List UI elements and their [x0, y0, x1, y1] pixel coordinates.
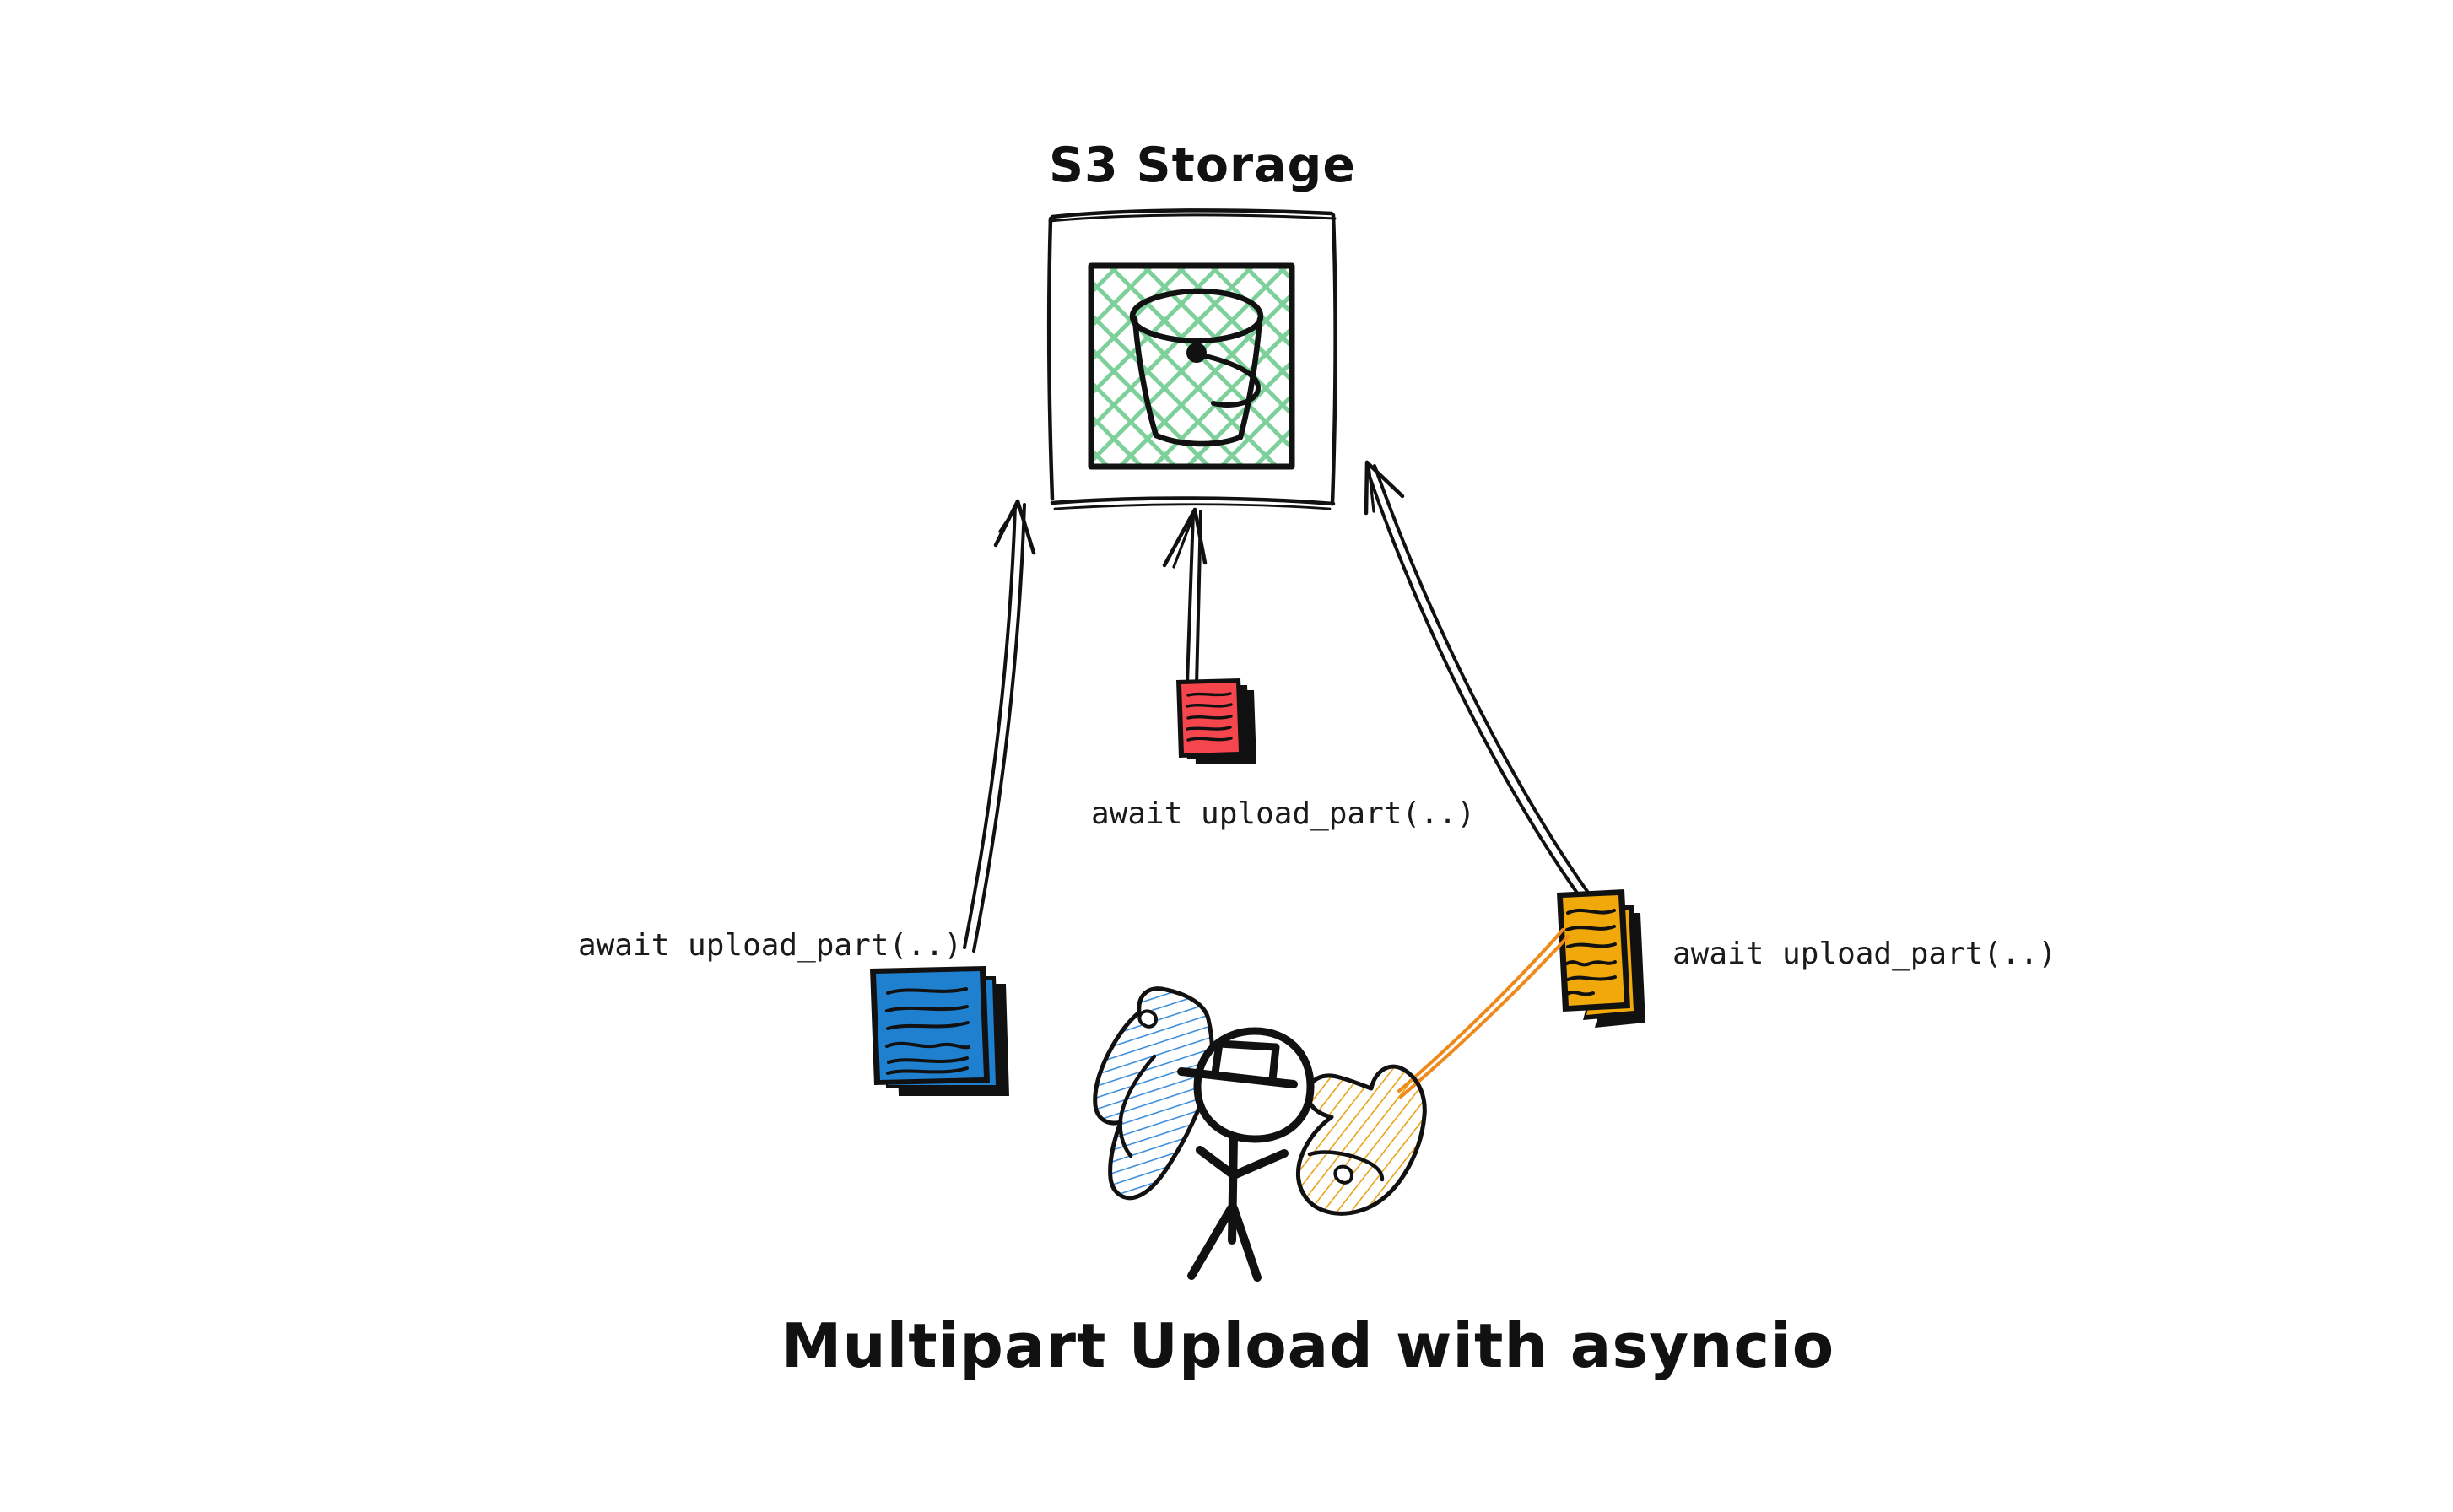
stick-figure-leg-left: [1187, 1204, 1235, 1280]
document-stack-blue[interactable]: [870, 966, 1009, 1096]
python-logo-blue: [1093, 986, 1214, 1201]
stick-figure-arm-left: [1196, 1146, 1238, 1180]
upload-part-label-center: await upload_part(..): [1091, 796, 1475, 831]
python-stick-figure[interactable]: [1093, 986, 1427, 1282]
stick-figure-arm-right: [1229, 1149, 1289, 1180]
stick-figure-hat: [1177, 1040, 1298, 1088]
stick-figure-torso: [1228, 1133, 1238, 1245]
s3-storage-box[interactable]: [1047, 208, 1337, 510]
document-stack-yellow[interactable]: [1557, 889, 1645, 1028]
upload-arrow-left: [963, 499, 1036, 953]
python-to-part-connector: [1397, 928, 1570, 1099]
python-logo-yellow: [1296, 1064, 1427, 1216]
document-stack-red[interactable]: [1176, 678, 1256, 764]
stick-figure-leg-right: [1229, 1204, 1262, 1282]
diagram-caption: Multipart Upload with asyncio: [781, 1310, 1835, 1381]
upload-part-label-right: await upload_part(..): [1672, 937, 2056, 971]
bucket-icon: [1129, 288, 1264, 447]
upload-arrow-right: [1364, 460, 1592, 903]
s3-bucket-tile: [1088, 262, 1295, 470]
upload-arrow-center: [1162, 507, 1208, 687]
upload-part-label-left: await upload_part(..): [578, 928, 962, 963]
s3-storage-title: S3 Storage: [1049, 138, 1356, 193]
